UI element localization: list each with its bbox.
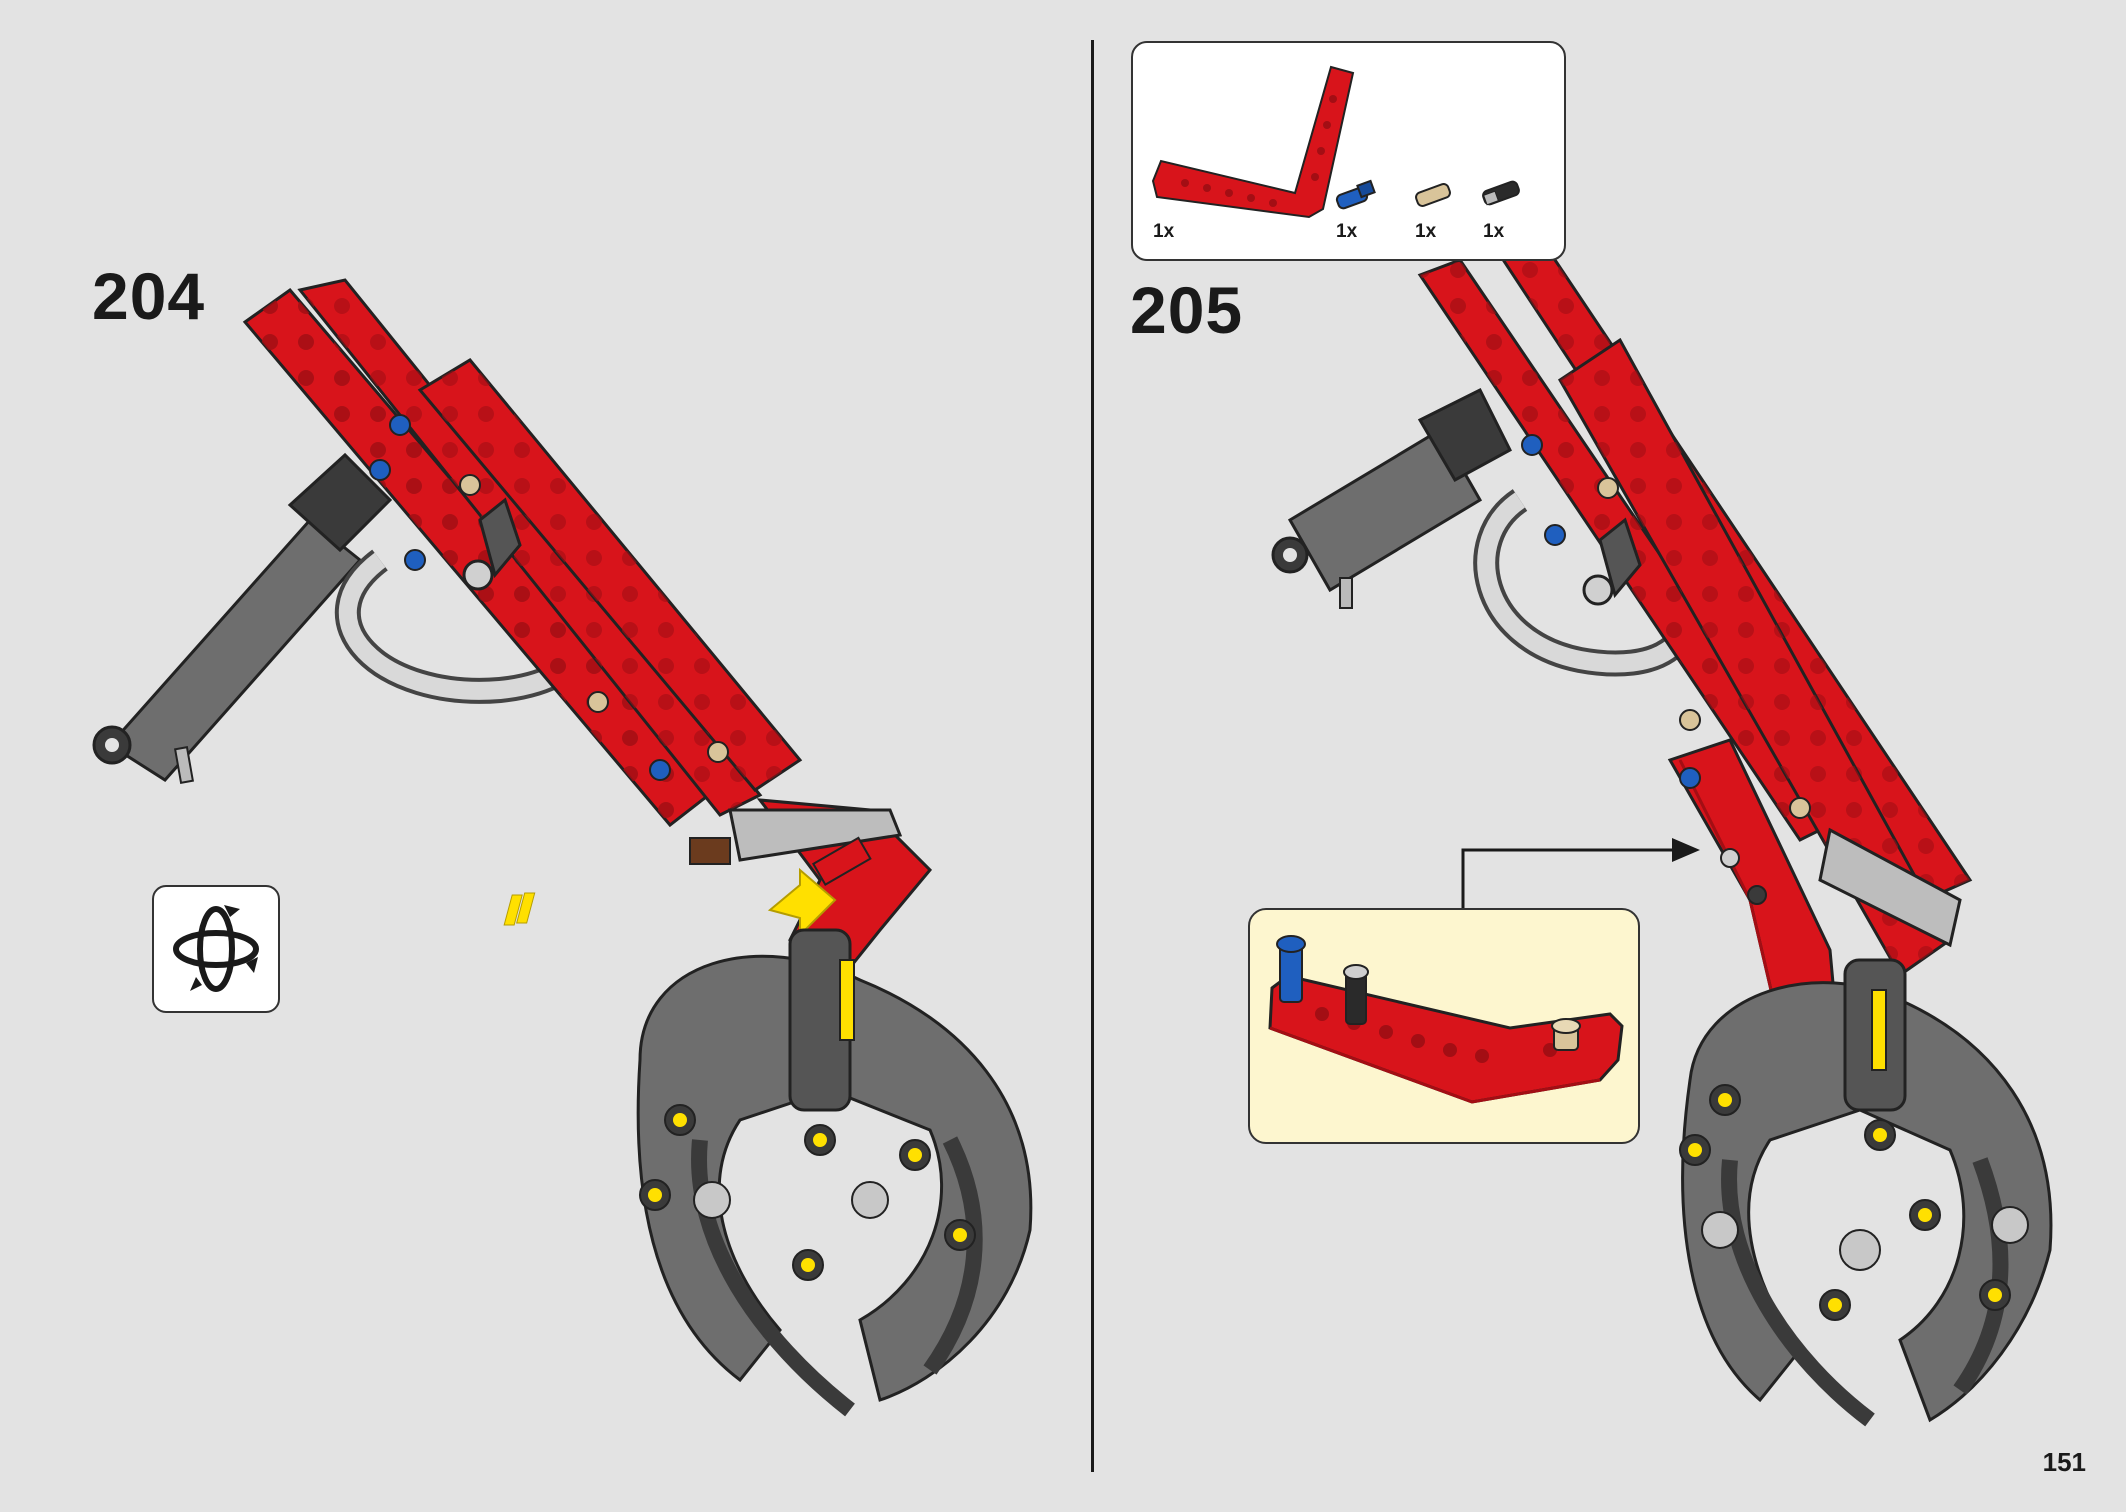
part-qty-pin-tan: 1x (1415, 221, 1437, 242)
axle-pin-blue-icon (1335, 179, 1376, 210)
pin-tan-icon (1415, 183, 1451, 207)
part-qty-axle-pin-blue: 1x (1336, 221, 1358, 242)
part-qty-bent-beam: 1x (1153, 221, 1175, 242)
model-step-204 (92, 278, 1033, 1417)
step-number-205: 205 (1130, 273, 1244, 347)
page-divider (1091, 40, 1094, 1472)
rotate-model-box (152, 885, 280, 1013)
step-number-204: 204 (92, 259, 206, 333)
pin-black-icon (1482, 180, 1520, 206)
rotate-model-icon (173, 905, 259, 992)
model-step-205 (1271, 243, 2053, 1427)
subassembly-callout (1248, 908, 1640, 1144)
pneumatic-cylinder-right (1271, 387, 1512, 609)
grabber-claw-left (636, 928, 1033, 1417)
subassembly-beam-with-pins (1268, 935, 1624, 1104)
grabber-claw-right (1679, 958, 2053, 1427)
page-number: 151 (2042, 1447, 2086, 1477)
parts-list-box: 1x 1x 1x 1x (1131, 41, 1566, 261)
part-qty-pin-black: 1x (1483, 221, 1505, 242)
pneumatic-cylinder-left (92, 452, 393, 784)
callout-arrowhead (1672, 838, 1700, 862)
parts-list-art (1151, 65, 1520, 219)
red-beam-assembly-right (1417, 243, 1973, 1088)
insert-arrow (503, 867, 837, 938)
callout-leader-line (1461, 848, 1680, 910)
bent-beam-red-icon (1151, 65, 1355, 219)
